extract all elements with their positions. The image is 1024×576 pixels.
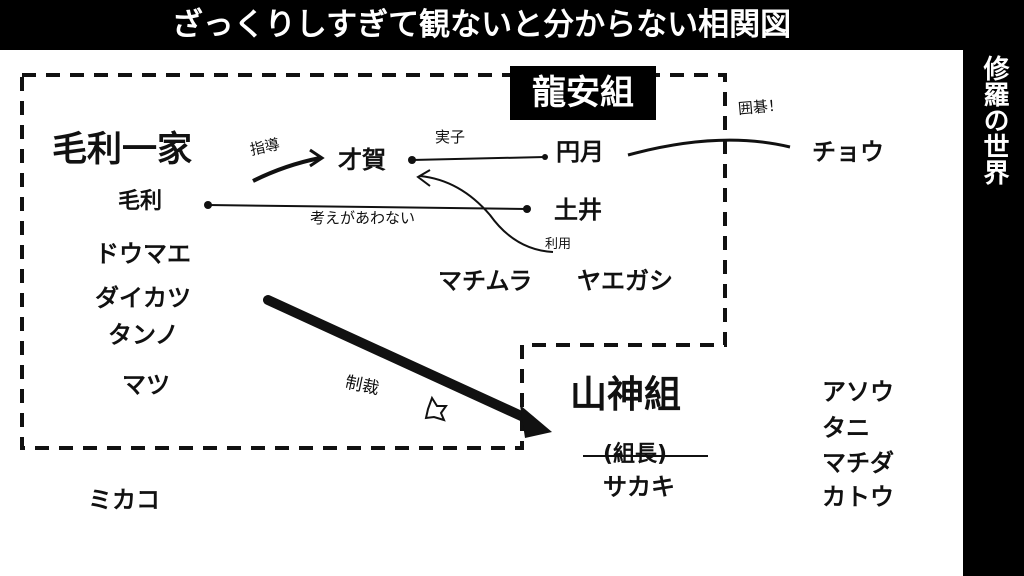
arrow-seisai-head (520, 405, 552, 438)
node-saiga: 才賀 (338, 146, 386, 174)
node-machida: マチダ (822, 449, 894, 477)
node-daikatsu: ダイカツ (95, 284, 191, 312)
edge-label-kangae: 考えがあわない (310, 209, 416, 227)
edge-label-igo: 囲碁！ (737, 96, 784, 118)
diagram-lines (20, 73, 791, 457)
node-tani: タニ (822, 414, 870, 442)
side-label: 修羅の世界 (979, 55, 1009, 185)
node-asou: アソウ (822, 378, 894, 406)
node-yamagami: 山神組 (570, 373, 681, 416)
node-matsu: マツ (122, 371, 170, 399)
edge-kangae (207, 204, 528, 210)
arrow-shidou (252, 156, 321, 183)
edge-riyou (419, 175, 554, 253)
edge-label-riyou: 利用 (545, 237, 572, 252)
node-engetsu: 円月 (556, 138, 604, 166)
edge-jisshi (411, 156, 546, 161)
node-doi: 土井 (554, 196, 602, 224)
edge-label-jisshi: 実子 (435, 128, 466, 146)
node-yaegashi: ヤエガシ (577, 267, 673, 295)
node-mouri-family: 毛利一家 (52, 130, 193, 170)
node-sakaki: サカキ (603, 473, 675, 501)
node-chou: チョウ (812, 138, 884, 166)
node-tanno: タンノ (108, 321, 179, 349)
node-katou: カトウ (822, 483, 894, 511)
group-label-ryuanguMi: 龍安組 (510, 66, 656, 120)
page-title: ざっくりしすぎて観ないと分からない相関図 (0, 0, 963, 50)
node-doumae: ドウマエ (95, 240, 191, 268)
node-kumicho: (組長) (603, 442, 668, 467)
arrow-shidou-head (309, 148, 325, 168)
node-mikako: ミカコ (88, 486, 160, 514)
node-machimura: マチムラ (438, 267, 533, 295)
side-panel: 修羅の世界 (963, 0, 1024, 576)
star-icon (424, 395, 448, 422)
node-mouri: 毛利 (118, 189, 163, 214)
group-boundary (20, 73, 727, 450)
edge-igo (627, 138, 791, 157)
arrow-seisai (263, 295, 535, 425)
